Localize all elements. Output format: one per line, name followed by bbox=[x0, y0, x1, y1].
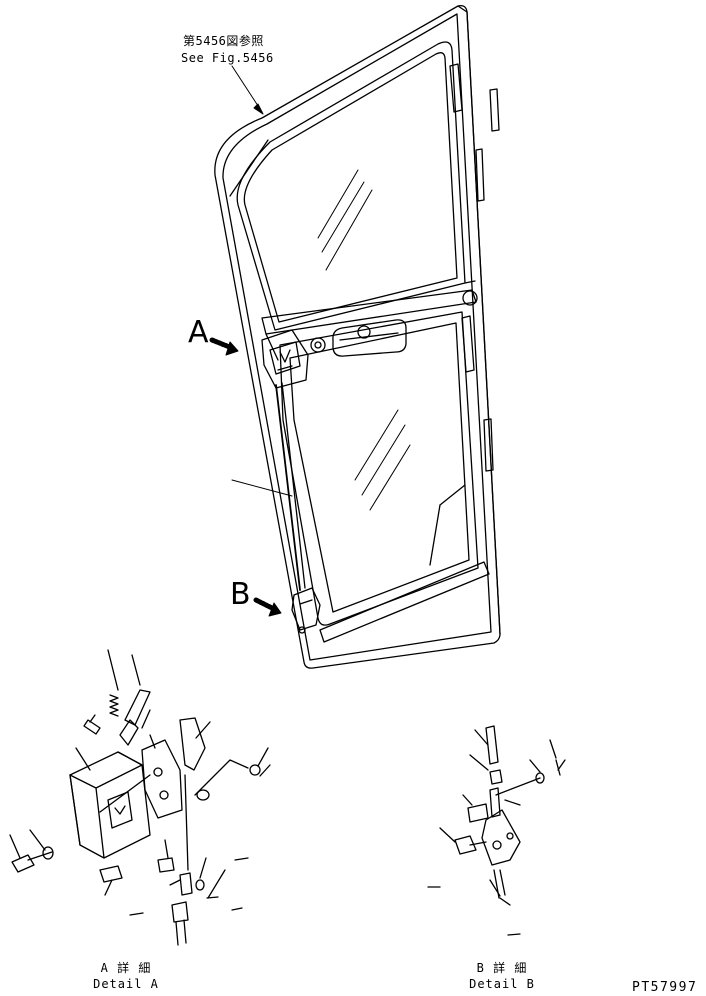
detail-a-drawing bbox=[10, 650, 270, 945]
detail-b-drawing bbox=[428, 726, 565, 935]
detail-b-caption-en: Detail B bbox=[469, 977, 535, 991]
latch-b-assembly bbox=[292, 588, 320, 633]
glass-reflection-marks bbox=[318, 170, 410, 510]
callout-a-label: A bbox=[188, 315, 209, 350]
hinge-strip bbox=[450, 64, 499, 471]
lower-window-pane bbox=[280, 312, 478, 625]
lower-rail bbox=[320, 562, 489, 642]
door-frame bbox=[215, 6, 500, 669]
reference-leader bbox=[232, 66, 263, 114]
door-handle bbox=[311, 320, 406, 356]
detail-a-caption-jp: A 詳 細 bbox=[100, 961, 152, 975]
latch-a-assembly bbox=[262, 330, 308, 388]
drawing-code: PT57997 bbox=[632, 980, 698, 995]
callout-b-label: B bbox=[230, 577, 251, 612]
detail-b-caption-jp: B 詳 細 bbox=[476, 961, 528, 975]
reference-label-en: See Fig.5456 bbox=[181, 51, 274, 65]
upper-window-pane bbox=[230, 42, 475, 330]
callout-arrow-b bbox=[256, 600, 281, 616]
latch-rod bbox=[276, 385, 300, 590]
callout-arrow-a bbox=[212, 340, 238, 355]
reference-label-jp: 第5456図参照 bbox=[183, 34, 264, 48]
detail-a-caption-en: Detail A bbox=[93, 977, 159, 991]
